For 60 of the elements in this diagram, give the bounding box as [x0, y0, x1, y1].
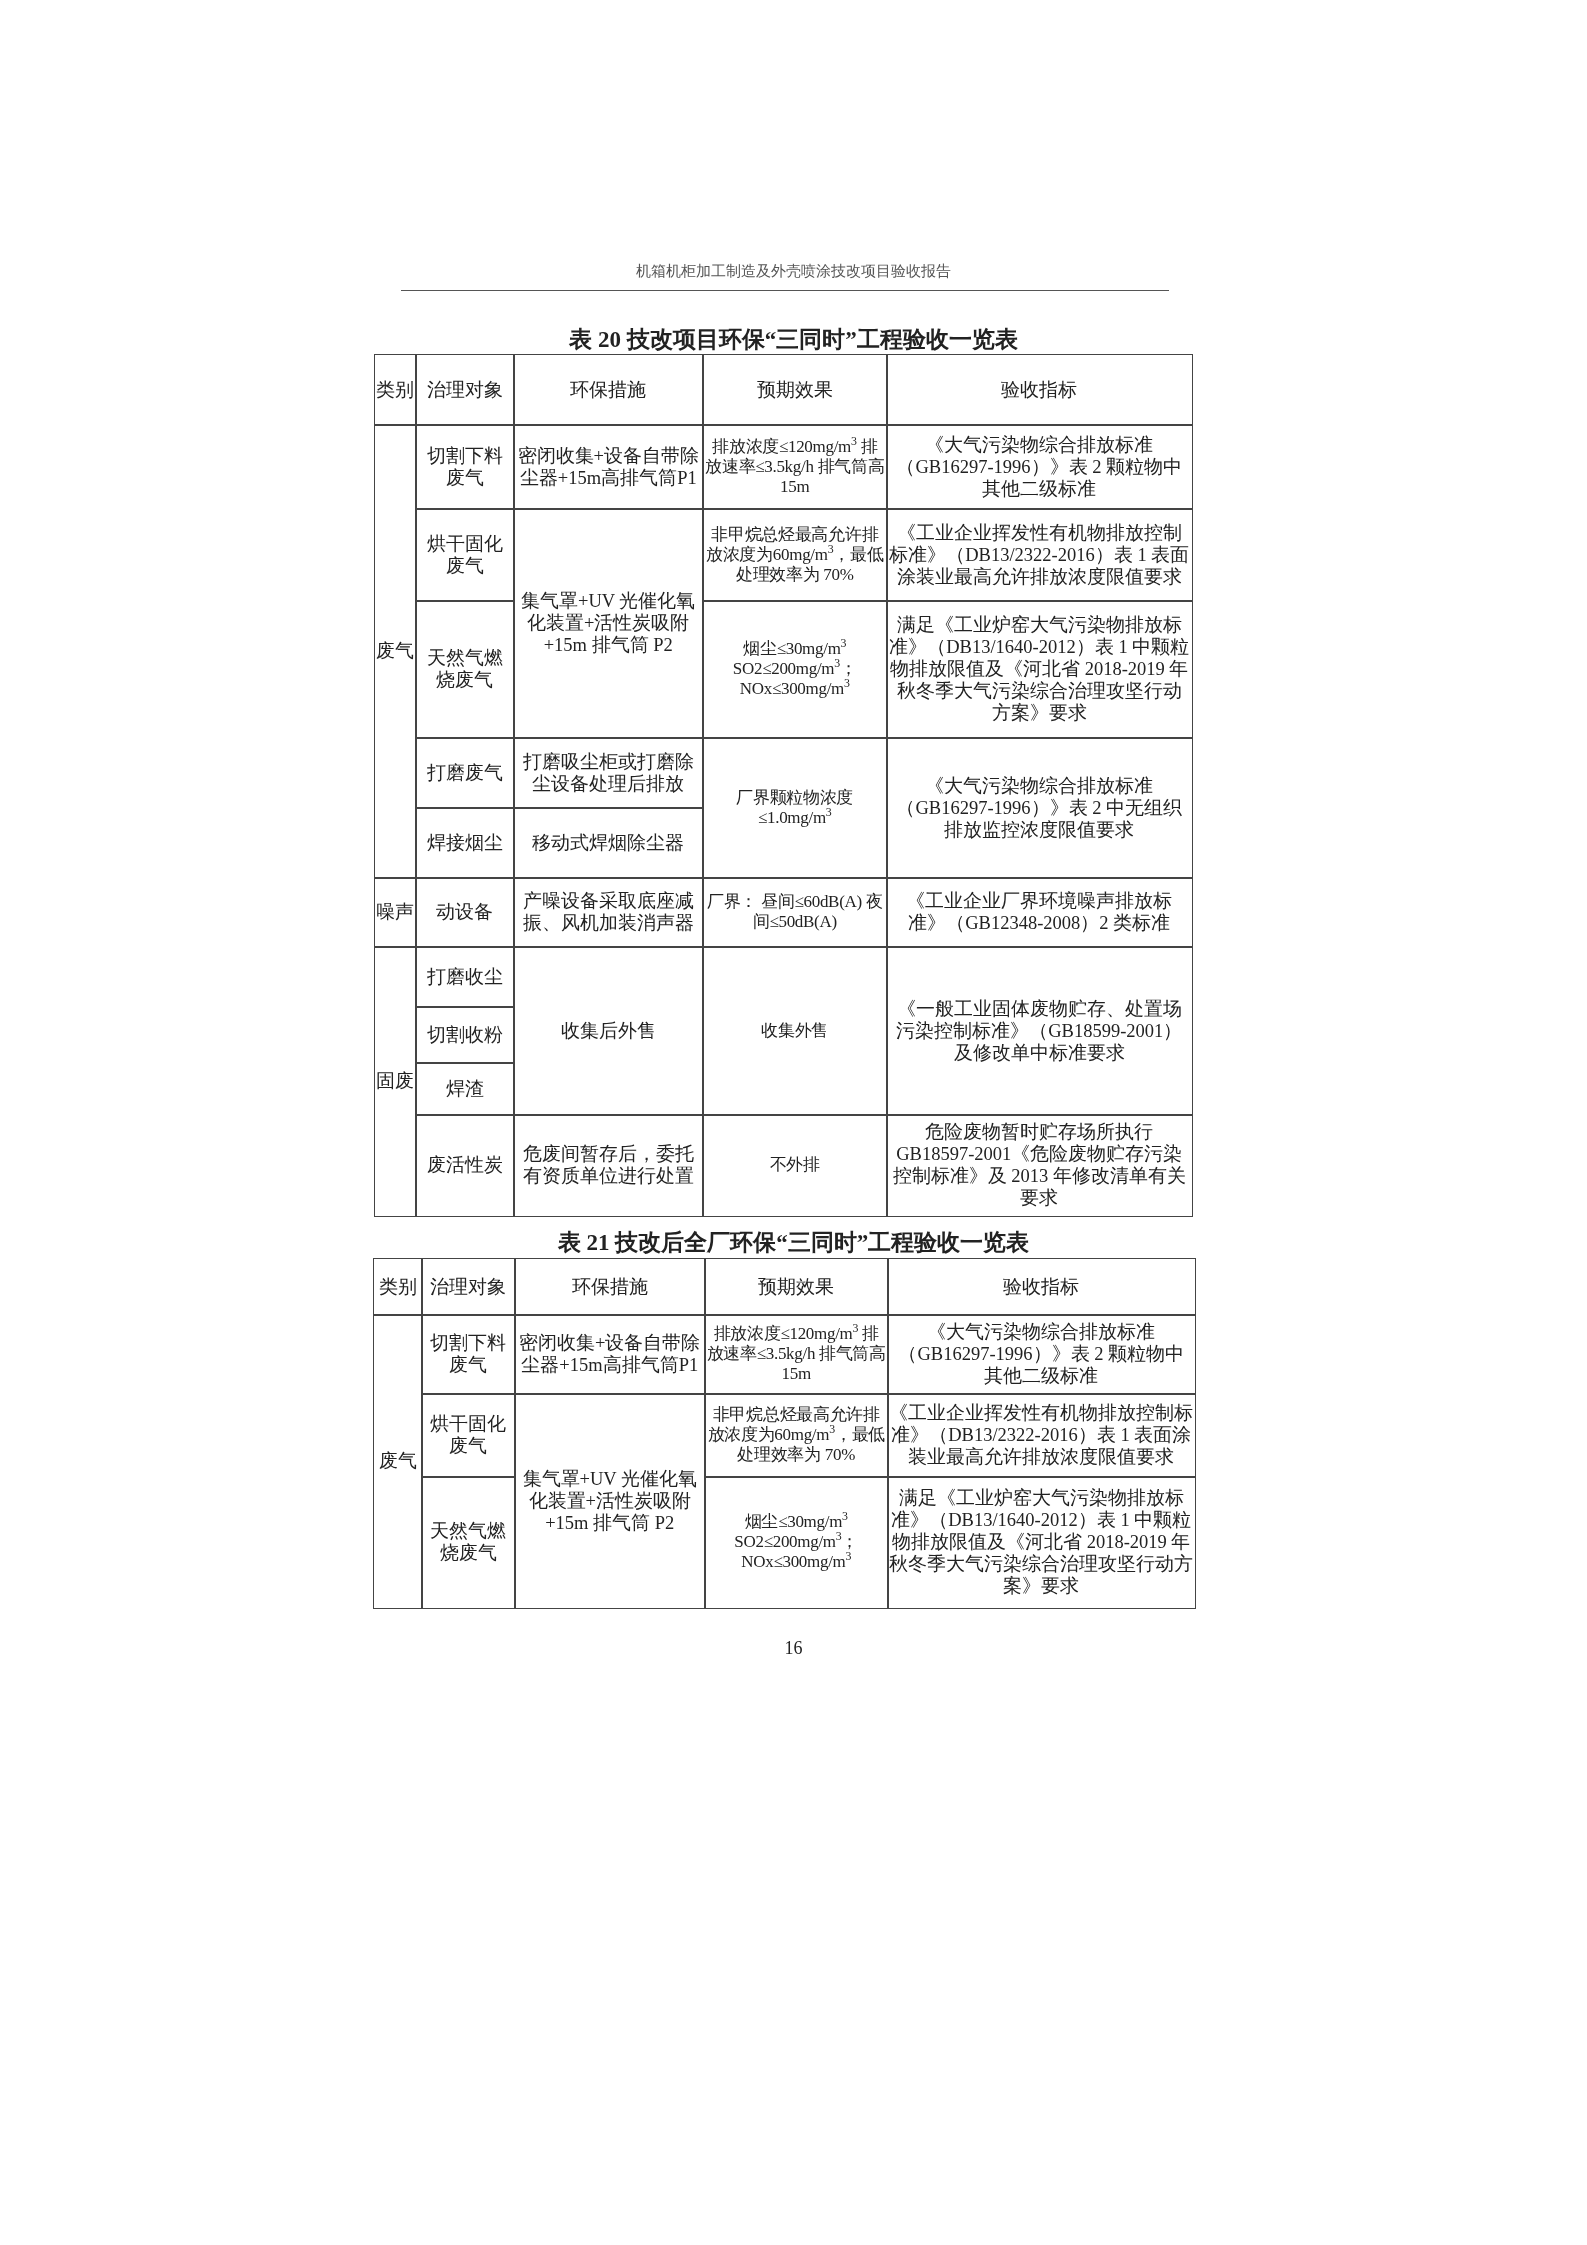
table-cell: 危险废物暂时贮存场所执行 GB18597-2001《危险废物贮存污染控制标准》及 2013 年修改清单有关要求: [886, 1114, 1193, 1217]
page-number: 16: [783, 1638, 804, 1659]
header-cell: 治理对象: [415, 354, 515, 426]
table-cell: 《大气污染物综合排放标准（GB16297-1996）》表 2 颗粒物中其他二级标准: [887, 1314, 1196, 1395]
table-cell: 《工业企业挥发性有机物排放控制标准》（DB13/2322-2016）表 1 表面涂装业最高允许排放浓度限值要求: [886, 508, 1193, 602]
table-cell: 废活性炭: [415, 1114, 515, 1217]
table-cell: 天然气燃烧废气: [421, 1476, 516, 1609]
table-cell: 废气: [373, 1314, 423, 1609]
table-cell: 集气罩+UV 光催化氧化装置+活性炭吸附+15m 排气筒 P2: [513, 508, 704, 739]
table-cell: 动设备: [415, 877, 515, 948]
running-header: 机箱机柜加工制造及外壳喷涂技改项目验收报告: [635, 262, 952, 281]
table-cell: 排放浓度≤120mg/m$^{3}$ 排放速率≤3.5kg/h 排气筒高 15m: [702, 424, 888, 510]
header-cell: 预期效果: [704, 1258, 889, 1316]
table-cell: 移动式焊烟除尘器: [513, 807, 704, 879]
table-cell: 集气罩+UV 光催化氧化装置+活性炭吸附+15m 排气筒 P2: [514, 1393, 706, 1609]
table-cell: 《工业企业厂界环境噪声排放标准》（GB12348-2008）2 类标准: [886, 877, 1193, 948]
table-cell: 危废间暂存后，委托有资质单位进行处置: [513, 1114, 704, 1217]
table-cell: 天然气燃烧废气: [415, 600, 515, 739]
table-cell: 焊接烟尘: [415, 807, 515, 879]
table-title: 表 21 技改后全厂环保“三同时”工程验收一览表: [556, 1229, 1031, 1257]
table-cell: 打磨废气: [415, 737, 515, 809]
table-cell: 切割收粉: [415, 1006, 515, 1064]
table-cell: 烟尘≤30mg/m$^{3}$ SO2≤200mg/m$^{3}$； NOx≤300mg/m$^{3}$: [704, 1476, 889, 1609]
header-cell: 验收指标: [887, 1258, 1196, 1316]
table-cell: 切割下料废气: [421, 1314, 516, 1395]
table-cell: 产噪设备采取底座减振、风机加装消声器: [513, 877, 704, 948]
header-cell: 验收指标: [886, 354, 1193, 426]
table-cell: 打磨吸尘柜或打磨除尘设备处理后排放: [513, 737, 704, 809]
table-cell: 非甲烷总烃最高允许排放浓度为60mg/m$^{3}$，最低处理效率为 70%: [704, 1393, 889, 1478]
table-cell: 固废: [374, 946, 417, 1217]
table-cell: 《大气污染物综合排放标准（GB16297-1996）》表 2 颗粒物中其他二级标准: [886, 424, 1193, 510]
table-cell: 焊渣: [415, 1062, 515, 1116]
table-title: 表 20 技改项目环保“三同时”工程验收一览表: [568, 326, 1019, 354]
header-cell: 类别: [373, 1258, 423, 1316]
table-cell: 废气: [374, 424, 417, 879]
table-cell: 满足《工业炉窑大气污染物排放标准》（DB13/1640-2012）表 1 中颗粒物排放限值及《河北省 2018-2019 年秋冬季大气污染综合治理攻坚行动方案》要求: [886, 600, 1193, 739]
table-cell: 烘干固化废气: [421, 1393, 516, 1478]
table-cell: 不外排: [702, 1114, 888, 1217]
table-cell: 烟尘≤30mg/m$^{3}$ SO2≤200mg/m$^{3}$； NOx≤300mg/m$^{3}$: [702, 600, 888, 739]
table-cell: 噪声: [374, 877, 417, 948]
table-cell: 满足《工业炉窑大气污染物排放标准》（DB13/1640-2012）表 1 中颗粒物排放限值及《河北省 2018-2019 年秋冬季大气污染综合治理攻坚行动方案》要求: [887, 1476, 1196, 1609]
table-cell: 切割下料废气: [415, 424, 515, 510]
table-cell: 密闭收集+设备自带除尘器+15m高排气筒P1: [513, 424, 704, 510]
table-cell: 收集外售: [702, 946, 888, 1116]
header-cell: 环保措施: [514, 1258, 706, 1316]
header-cell: 预期效果: [702, 354, 888, 426]
table-cell: 打磨收尘: [415, 946, 515, 1008]
header-cell: 环保措施: [513, 354, 704, 426]
table-cell: 烘干固化废气: [415, 508, 515, 602]
table-cell: 非甲烷总烃最高允许排放浓度为60mg/m$^{3}$，最低处理效率为 70%: [702, 508, 888, 602]
header-cell: 类别: [374, 354, 417, 426]
table-cell: 密闭收集+设备自带除尘器+15m高排气筒P1: [514, 1314, 706, 1395]
table-cell: 《一般工业固体废物贮存、处置场污染控制标准》（GB18599-2001）及修改单中标准要求: [886, 946, 1193, 1116]
table-cell: 《大气污染物综合排放标准（GB16297-1996）》表 2 中无组织排放监控浓度限值要求: [886, 737, 1193, 879]
table-cell: 收集后外售: [513, 946, 704, 1116]
table-cell: 排放浓度≤120mg/m$^{3}$ 排放速率≤3.5kg/h 排气筒高 15m: [704, 1314, 889, 1395]
table-cell: 《工业企业挥发性有机物排放控制标准》（DB13/2322-2016）表 1 表面涂装业最高允许排放浓度限值要求: [887, 1393, 1196, 1478]
table-cell: 厂界： 昼间≤60dB(A) 夜间≤50dB(A): [702, 877, 888, 948]
header-cell: 治理对象: [421, 1258, 516, 1316]
table-cell: 厂界颗粒物浓度≤1.0mg/m$^{3}$: [702, 737, 888, 879]
